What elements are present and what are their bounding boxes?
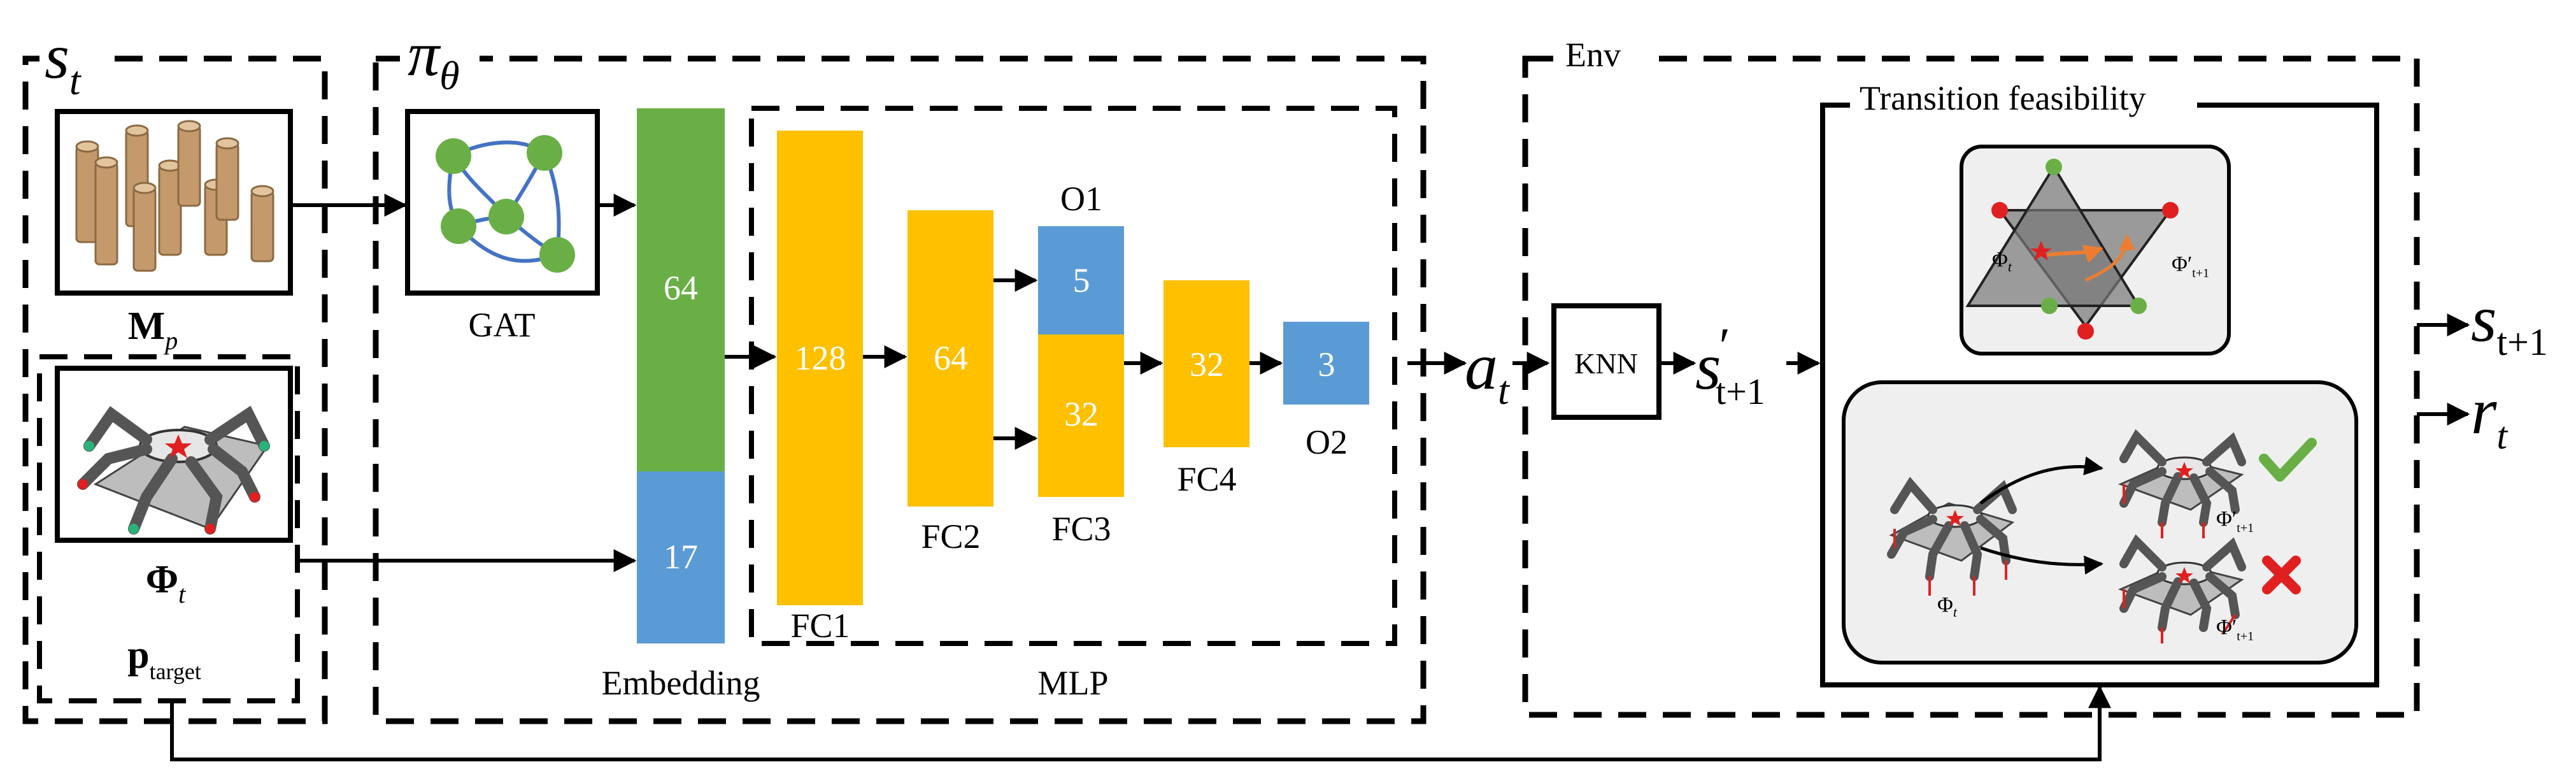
outputs: st+1 rt (2417, 282, 2548, 457)
knn-label: KNN (1574, 347, 1638, 380)
policy-panel: πθ GAT (373, 18, 1427, 724)
graph-node-4 (441, 208, 476, 244)
phi-t-label-bottom: Φt (1937, 593, 1958, 620)
next-state-output-label: st+1 (2471, 282, 2548, 363)
robot-infeasible (2117, 534, 2246, 643)
red-star-icon (165, 435, 192, 458)
phi-next-label-feasible: Φ′t+1 (2216, 507, 2254, 535)
policy-title: πθ (408, 18, 460, 98)
o1-label: O1 (1060, 180, 1102, 218)
fc4-label: FC4 (1177, 460, 1236, 498)
pose-target-group (37, 354, 300, 703)
pose-label: Φt (146, 558, 186, 608)
support-polygon-inset: Φt Φ′t+1 (1960, 145, 2231, 356)
o2-label: O2 (1306, 423, 1348, 461)
embedding-top-value: 64 (664, 269, 698, 307)
o1-block (1038, 226, 1124, 334)
cylinder-obstacles (75, 120, 274, 272)
state-title-mask (39, 35, 106, 86)
state-panel-border (22, 55, 328, 724)
env-title-mask (1554, 35, 1643, 80)
fc2-value: 64 (934, 339, 968, 377)
env-title: Env (1565, 36, 1621, 74)
robot-current (1887, 477, 2017, 596)
phi-next-label-infeasible: Φ′t+1 (2216, 615, 2254, 643)
policy-panel-border (373, 55, 1427, 724)
mlp-box (749, 106, 1397, 646)
feasibility-check-inset: Φt Φ′t+1 (1842, 380, 2358, 664)
robot-feasible (2117, 429, 2246, 538)
policy-arrows (290, 194, 1550, 572)
fc4-block (1163, 280, 1249, 447)
arrow-to-infeasible (1980, 546, 2103, 575)
embedding-label: Embedding (602, 664, 760, 702)
o2-value: 3 (1318, 345, 1335, 384)
reward-output-label: rt (2471, 375, 2508, 457)
robot-pose-image (55, 366, 293, 543)
embedding-top-block (637, 108, 725, 471)
fc2-block (907, 210, 993, 506)
transition-title-mask (1850, 83, 2197, 121)
embedding-bottom-value: 17 (664, 538, 698, 576)
graph-node-1 (436, 138, 471, 174)
o1-value: 5 (1073, 261, 1090, 299)
graph-node-3 (488, 199, 524, 234)
map-label: Mp (128, 305, 178, 355)
fc2-label: FC2 (921, 517, 980, 556)
next-state-label: s′t+1 (1695, 319, 1765, 412)
target-label: ptarget (127, 633, 201, 684)
cross-icon (2262, 556, 2301, 594)
map-image (55, 109, 293, 296)
fc1-value: 128 (795, 339, 846, 377)
env-panel-border (1522, 55, 2420, 718)
state-panel: st (22, 21, 328, 724)
start-star-icon (2030, 241, 2052, 261)
graph-node-2 (527, 135, 562, 171)
fc1-label: FC1 (790, 607, 850, 645)
fc3-label: FC3 (1051, 510, 1111, 548)
arrow-to-feasible (1979, 456, 2103, 505)
fc4-value: 32 (1190, 345, 1224, 384)
knn-block (1551, 303, 1662, 420)
fc3-block (1038, 334, 1124, 497)
env-panel: Env KNN s′t+1 Transition feasibility (1522, 35, 2420, 718)
action-label: at (1465, 330, 1511, 413)
embedding-bottom-block (637, 471, 725, 643)
state-title: st (45, 21, 82, 103)
target-feedback-line (170, 685, 2111, 761)
phi-next-label-top: Φ′t+1 (2172, 252, 2209, 280)
fc1-block (777, 131, 863, 605)
gat-graph (405, 109, 600, 296)
phi-t-label-top: Φt (1992, 248, 2012, 275)
policy-title-mask (400, 32, 480, 89)
graph-node-5 (539, 237, 575, 273)
transition-title: Transition feasibility (1860, 79, 2146, 117)
o2-block (1283, 322, 1369, 405)
mlp-label: MLP (1037, 664, 1108, 702)
transition-arrow (2047, 245, 2103, 263)
check-icon (2259, 438, 2317, 482)
gat-label: GAT (469, 306, 536, 344)
fc3-value: 32 (1064, 395, 1099, 433)
